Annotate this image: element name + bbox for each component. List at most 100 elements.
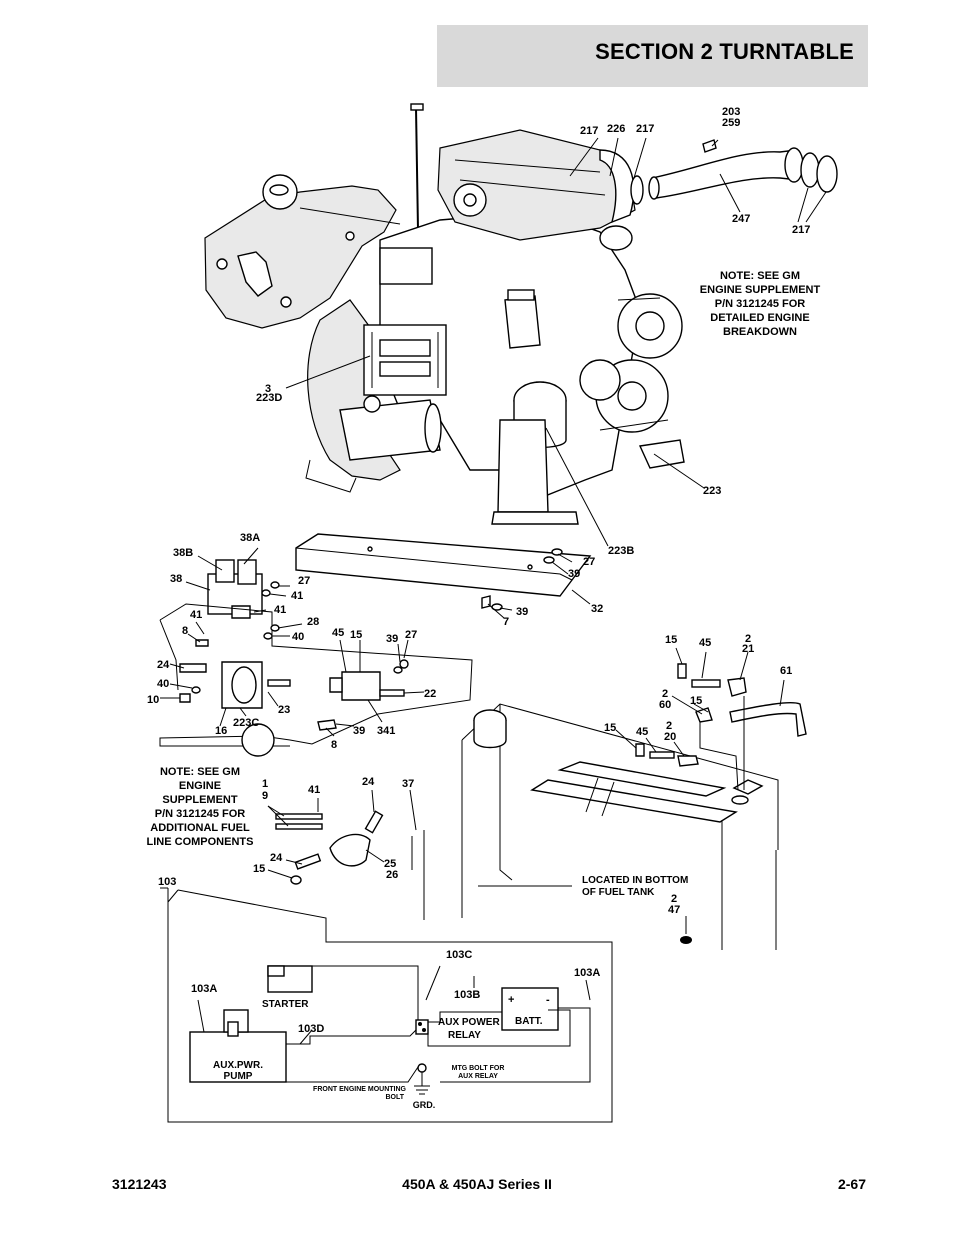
fuel-tank-note: LOCATED IN BOTTOM OF FUEL TANK (582, 875, 688, 898)
leader-lines (160, 137, 827, 934)
callout-2: 2 (666, 720, 672, 732)
callout-60: 60 (659, 699, 671, 711)
callout-28: 28 (307, 616, 319, 628)
callout-26: 26 (386, 869, 398, 881)
svg-text:PUMP: PUMP (224, 1071, 253, 1082)
label-aux-power-relay: AUX POWER (438, 1017, 500, 1028)
model-name: 450A & 450AJ Series II (402, 1176, 552, 1192)
svg-text:ENGINE SUPPLEMENT: ENGINE SUPPLEMENT (700, 284, 821, 296)
callout-2: 2 (745, 633, 751, 645)
callout-226: 226 (607, 123, 625, 135)
callout-47: 47 (668, 904, 680, 916)
callout-45: 45 (699, 637, 711, 649)
callout-8: 8 (331, 739, 337, 751)
svg-text:SUPPLEMENT: SUPPLEMENT (162, 794, 237, 806)
label-battery: BATT. (515, 1016, 543, 1027)
section-header-band: SECTION 2 TURNTABLE (437, 25, 868, 87)
callout-39: 39 (386, 633, 398, 645)
callout-217: 217 (580, 125, 598, 137)
callout-41: 41 (274, 604, 286, 616)
callout-203: 203 (722, 106, 740, 118)
callout-27: 27 (583, 556, 595, 568)
callout-45: 45 (636, 726, 648, 738)
callout-8: 8 (182, 625, 188, 637)
svg-text:OF FUEL TANK: OF FUEL TANK (582, 887, 655, 898)
callout-41: 41 (308, 784, 320, 796)
battery-minus: - (546, 994, 550, 1006)
callout-25: 25 (384, 858, 396, 870)
svg-text:ENGINE: ENGINE (179, 780, 221, 792)
callout-3: 3 (265, 383, 271, 395)
callout-10: 10 (147, 694, 159, 706)
label-103a: 103A (191, 983, 217, 995)
svg-text:P/N 3121245 FOR: P/N 3121245 FOR (155, 808, 246, 820)
fuel-components-illustration (159, 533, 592, 885)
callout-22: 22 (424, 688, 436, 700)
svg-text:P/N 3121245 FOR: P/N 3121245 FOR (715, 298, 806, 310)
callout-15: 15 (690, 695, 702, 707)
callout-217: 217 (792, 224, 810, 236)
callout-27: 27 (298, 575, 310, 587)
svg-text:AUX RELAY: AUX RELAY (458, 1073, 498, 1080)
intake-hose-parts (630, 139, 838, 205)
page-number: 2-67 (837, 1176, 866, 1192)
callout-15: 15 (350, 629, 362, 641)
callout-40: 40 (292, 631, 304, 643)
callout-341: 341 (377, 725, 395, 737)
callout-223d: 223D (256, 392, 282, 404)
callout-20: 20 (664, 731, 676, 743)
callout-223: 223 (703, 485, 721, 497)
svg-text:BREAKDOWN: BREAKDOWN (723, 326, 797, 338)
label-mtg-bolt: MTG BOLT FOR (452, 1065, 505, 1072)
callout-24: 24 (270, 852, 283, 864)
return-line-fittings (635, 663, 807, 791)
callout-15: 15 (604, 722, 616, 734)
doc-number: 3121243 (112, 1176, 167, 1192)
callout-103: 103 (158, 876, 176, 888)
callout-16: 16 (215, 725, 227, 737)
callout-23: 23 (278, 704, 290, 716)
label-103d: 103D (298, 1023, 324, 1035)
fuel-tank-illustration (411, 703, 779, 950)
callout-27: 27 (405, 629, 417, 641)
callout-2: 2 (671, 893, 677, 905)
label-starter: STARTER (262, 999, 309, 1010)
callout-1: 1 (262, 778, 268, 790)
callout-9: 9 (262, 790, 268, 802)
svg-text:LINE COMPONENTS: LINE COMPONENTS (147, 836, 254, 848)
callout-32: 32 (591, 603, 603, 615)
battery-plus: + (508, 994, 514, 1006)
callout-37: 37 (402, 778, 414, 790)
label-ground: GRD. (413, 1100, 436, 1110)
callout-223c: 223C (233, 717, 259, 729)
engine-supplement-note: NOTE: SEE GM ENGINE SUPPLEMENT P/N 31212… (700, 270, 821, 338)
schematic-labels: 103C 103A 103B 103A 103D STARTER AUX POW… (191, 949, 600, 1110)
svg-text:DETAILED ENGINE: DETAILED ENGINE (710, 312, 809, 324)
callout-61: 61 (780, 665, 792, 677)
svg-text:ADDITIONAL FUEL: ADDITIONAL FUEL (150, 822, 250, 834)
callout-39: 39 (353, 725, 365, 737)
callout-38b: 38B (173, 547, 193, 559)
callout-45: 45 (332, 627, 344, 639)
label-aux-pump: AUX.PWR. (213, 1060, 263, 1071)
callout-38a: 38A (240, 532, 260, 544)
callout-labels: 203 259 217 226 217 247 217 3 223D 223 2… (147, 106, 810, 916)
callout-223b: 223B (608, 545, 634, 557)
callout-259: 259 (722, 117, 740, 129)
callout-2: 2 (662, 688, 668, 700)
svg-text:NOTE: SEE GM: NOTE: SEE GM (720, 270, 800, 282)
callout-7: 7 (503, 616, 509, 628)
label-103a: 103A (574, 967, 600, 979)
callout-38: 38 (170, 573, 182, 585)
svg-text:NOTE: SEE GM: NOTE: SEE GM (160, 766, 240, 778)
svg-text:RELAY: RELAY (448, 1030, 481, 1041)
svg-text:BOLT: BOLT (385, 1094, 404, 1101)
callout-24: 24 (157, 659, 170, 671)
callout-39: 39 (516, 606, 528, 618)
label-103c: 103C (446, 949, 472, 961)
svg-text:LOCATED IN BOTTOM: LOCATED IN BOTTOM (582, 875, 688, 886)
wiring-schematic (167, 888, 613, 1123)
callout-21: 21 (742, 643, 754, 655)
label-front-engine-bolt: FRONT ENGINE MOUNTING (313, 1086, 406, 1093)
